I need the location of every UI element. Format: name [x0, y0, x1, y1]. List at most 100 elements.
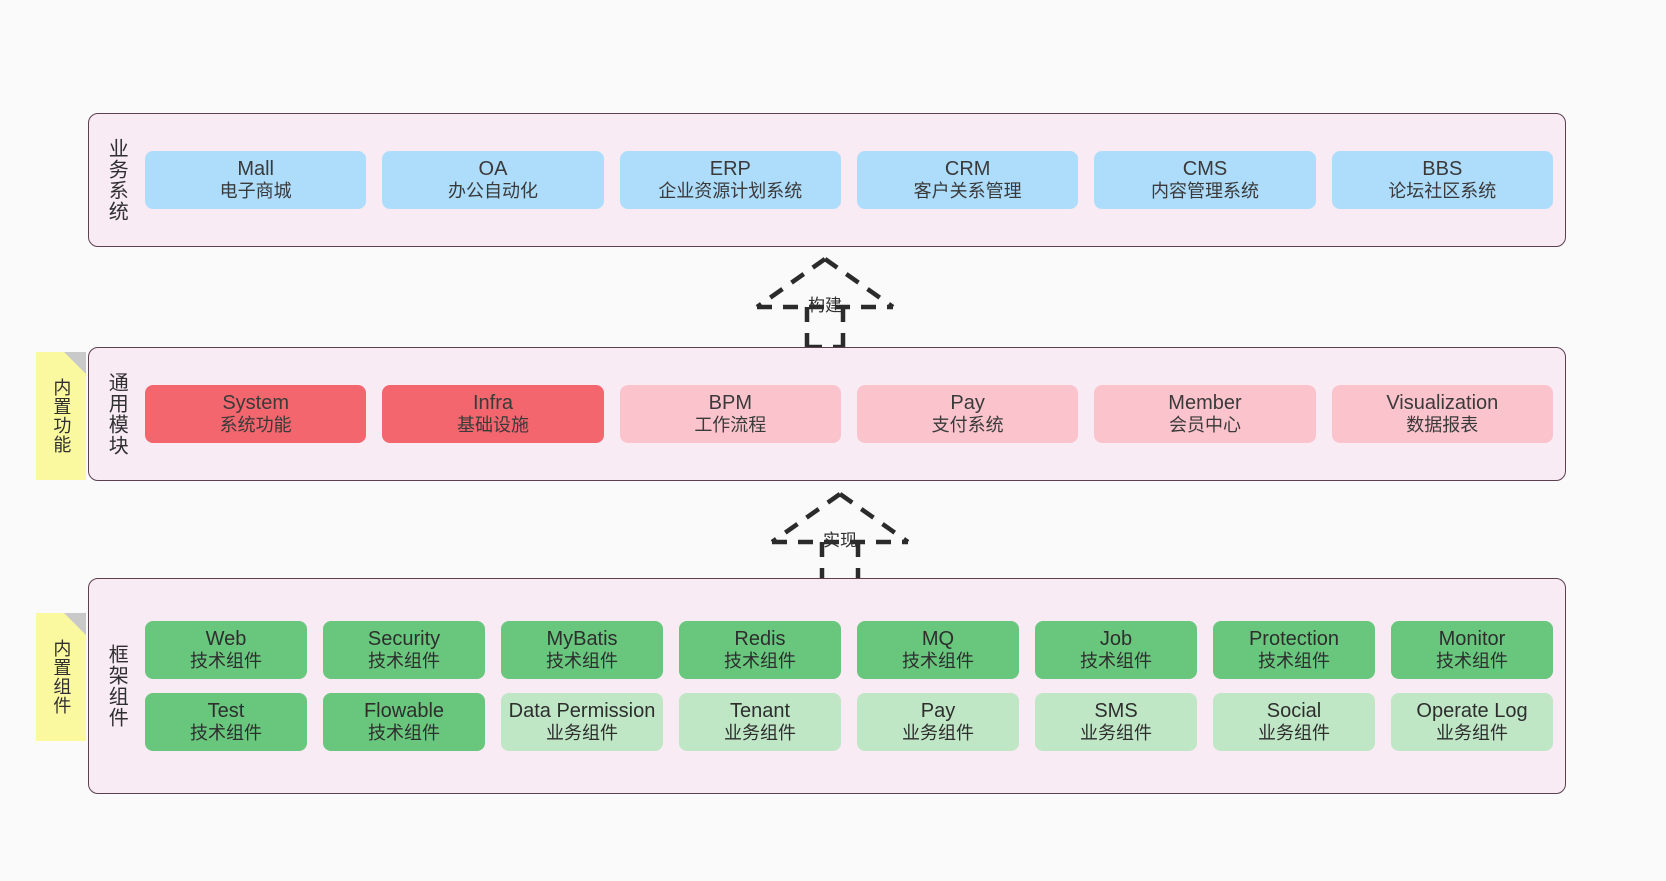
- module-desc: 电子商城: [219, 181, 292, 202]
- layer-framework-title: 框架组件: [105, 644, 128, 728]
- module-name: CMS: [1182, 157, 1228, 180]
- module-desc: 业务组件: [1436, 723, 1508, 744]
- module-desc: 客户关系管理: [913, 181, 1022, 202]
- module-desc: 业务组件: [1080, 723, 1152, 744]
- module-name: Infra: [472, 391, 513, 414]
- module-name: Job: [1099, 627, 1133, 650]
- module-name: Redis: [734, 627, 786, 650]
- module-desc: 技术组件: [546, 651, 618, 672]
- module-name: MQ: [921, 627, 955, 650]
- module-name: BPM: [708, 391, 752, 414]
- module-name: Visualization: [1386, 391, 1499, 414]
- module-name: Pay: [920, 700, 956, 722]
- module-desc: 技术组件: [1258, 651, 1330, 672]
- connector-build: 构建: [745, 253, 905, 350]
- module-name: Social: [1266, 700, 1322, 722]
- module-desc: 数据报表: [1406, 415, 1479, 436]
- module-name: Flowable: [363, 700, 445, 722]
- module-desc: 业务组件: [1258, 723, 1330, 744]
- module-desc: 论坛社区系统: [1388, 181, 1497, 202]
- note-builtin-components: 内置组件: [36, 613, 86, 741]
- module-name: CRM: [944, 157, 991, 180]
- module-desc: 技术组件: [368, 651, 440, 672]
- module-name: SMS: [1094, 700, 1138, 722]
- module-desc: 技术组件: [190, 651, 262, 672]
- connector-implement: 实现: [760, 488, 920, 585]
- module-desc: 会员中心: [1168, 415, 1241, 436]
- module-name: Data Permission: [508, 700, 656, 722]
- module-desc: 支付系统: [931, 415, 1004, 436]
- module-desc: 业务组件: [902, 723, 974, 744]
- module-desc: 技术组件: [1436, 651, 1508, 672]
- module-desc: 技术组件: [1080, 651, 1152, 672]
- module-desc: 企业资源计划系统: [658, 181, 803, 202]
- module-desc: 业务组件: [546, 723, 618, 744]
- module-name: OA: [478, 157, 508, 180]
- module-name: Pay: [950, 391, 985, 414]
- module-desc: 技术组件: [368, 723, 440, 744]
- module-name: System: [222, 391, 289, 414]
- module-name: Web: [205, 627, 247, 650]
- layer-business-title: 业务系统: [105, 138, 128, 222]
- module-desc: 技术组件: [724, 651, 796, 672]
- module-name: ERP: [709, 157, 751, 180]
- module-name: Monitor: [1438, 627, 1506, 650]
- module-name: Member: [1168, 391, 1242, 414]
- module-desc: 系统功能: [219, 415, 292, 436]
- module-name: Mall: [237, 157, 274, 180]
- module-desc: 工作流程: [694, 415, 767, 436]
- module-name: Security: [367, 627, 441, 650]
- module-desc: 技术组件: [902, 651, 974, 672]
- module-name: Tenant: [729, 700, 791, 722]
- note-builtin-functions: 内置功能: [36, 352, 86, 480]
- module-desc: 基础设施: [456, 415, 529, 436]
- layer-common-title: 通用模块: [105, 372, 128, 456]
- module-desc: 业务组件: [724, 723, 796, 744]
- module-name: Test: [207, 700, 245, 722]
- module-desc: 技术组件: [190, 723, 262, 744]
- module-name: Operate Log: [1416, 700, 1528, 722]
- module-desc: 办公自动化: [447, 181, 538, 202]
- module-name: MyBatis: [546, 627, 618, 650]
- module-desc: 内容管理系统: [1150, 181, 1259, 202]
- module-name: BBS: [1422, 157, 1463, 180]
